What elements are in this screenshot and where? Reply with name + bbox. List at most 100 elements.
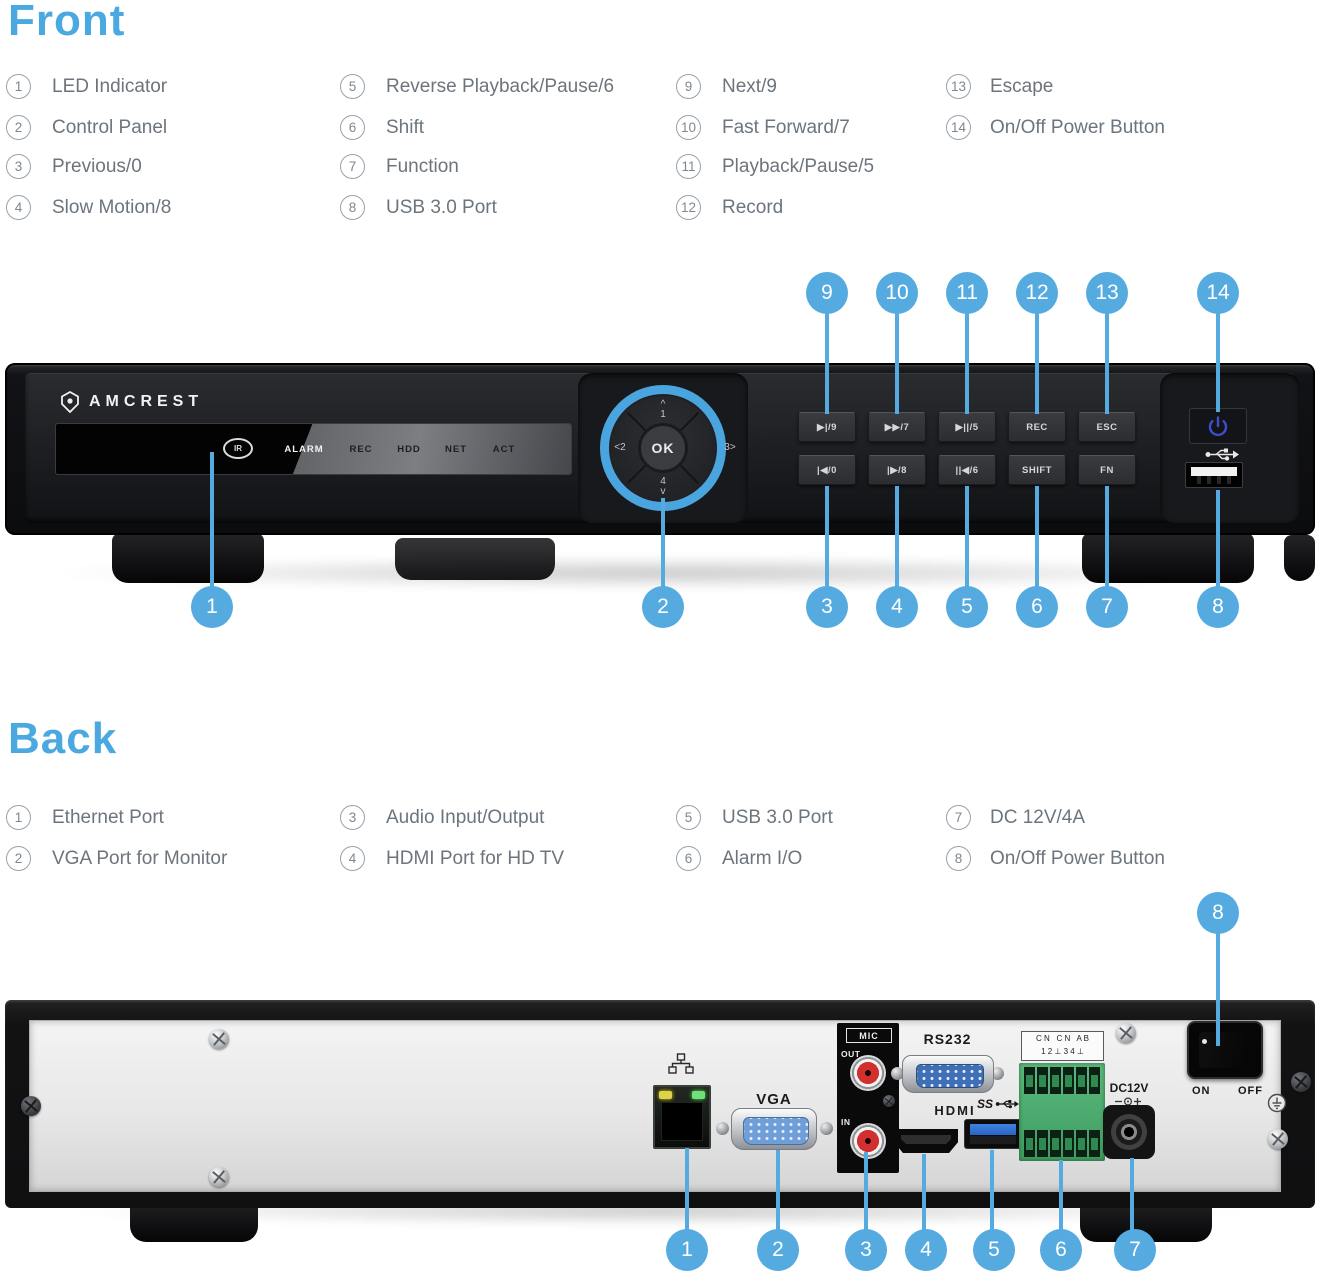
nav-down-key: 4 v bbox=[660, 476, 666, 497]
callout-line bbox=[776, 1150, 780, 1232]
strip-highlight bbox=[292, 424, 571, 474]
legend-label: Shift bbox=[386, 117, 425, 138]
ethernet-led-yellow bbox=[659, 1091, 672, 1099]
legend-label: Function bbox=[386, 156, 459, 177]
callout-line bbox=[1105, 486, 1109, 588]
callout-circle: 10 bbox=[876, 272, 918, 314]
nvr-back-panel: VGA MIC OUT IN RS232 HDMI SS bbox=[5, 1000, 1315, 1208]
legend-number: 7 bbox=[946, 805, 971, 830]
ok-button: OK bbox=[638, 423, 688, 473]
led-display-strip: IR ALARM REC HDD NET ACT bbox=[55, 423, 572, 475]
rs232-pins bbox=[916, 1064, 984, 1088]
callout-circle: 13 bbox=[1086, 272, 1128, 314]
callout-line bbox=[1035, 312, 1039, 414]
ethernet-port bbox=[653, 1085, 711, 1149]
callout-circle: 4 bbox=[905, 1229, 947, 1271]
screw-icon bbox=[1116, 1023, 1136, 1043]
next-button: ▶|/9 bbox=[798, 412, 856, 442]
led-label-hdd: HDD bbox=[397, 444, 421, 455]
audio-out-rca-jack bbox=[850, 1055, 886, 1091]
reverse-playback-button: ||◀/6 bbox=[938, 455, 996, 485]
fast-forward-button: ▶▶/7 bbox=[868, 412, 926, 442]
playback-pause-button: ▶||/5 bbox=[938, 412, 996, 442]
legend-number: 4 bbox=[340, 846, 365, 871]
callout-line bbox=[864, 1152, 868, 1232]
nav-up-key: ^ 1 bbox=[660, 399, 666, 420]
legend-label: Fast Forward/7 bbox=[722, 117, 850, 138]
callout-circle: 8 bbox=[1197, 892, 1239, 934]
legend-number: 2 bbox=[6, 115, 31, 140]
callout-circle: 6 bbox=[1040, 1229, 1082, 1271]
front-usb-port bbox=[1185, 462, 1243, 488]
ethernet-led-green bbox=[692, 1091, 705, 1099]
shift-button: SHIFT bbox=[1008, 455, 1066, 485]
callout-circle: 5 bbox=[973, 1229, 1015, 1271]
dc12v-label: DC12V bbox=[1109, 1081, 1149, 1095]
callout-line bbox=[1216, 932, 1220, 1046]
amcrest-shield-icon bbox=[61, 391, 79, 413]
legend-label: Playback/Pause/5 bbox=[722, 156, 875, 177]
terminal-slot bbox=[1024, 1130, 1035, 1157]
callout-circle: 1 bbox=[191, 586, 233, 628]
legend-label: LED Indicator bbox=[52, 76, 168, 97]
terminal-slot bbox=[1063, 1067, 1074, 1094]
audio-panel: MIC OUT IN bbox=[837, 1023, 899, 1173]
terminal-slot bbox=[1089, 1067, 1100, 1094]
legend-label: Control Panel bbox=[52, 117, 168, 138]
callout-line bbox=[895, 486, 899, 588]
vga-screw-nut bbox=[716, 1122, 729, 1135]
hdmi-port bbox=[894, 1129, 958, 1153]
callout-line bbox=[895, 312, 899, 414]
front-section-title: Front bbox=[8, 0, 126, 45]
callout-line bbox=[922, 1154, 926, 1232]
usb-trident-icon bbox=[995, 1100, 1020, 1109]
callout-circle: 3 bbox=[845, 1229, 887, 1271]
callout-line bbox=[990, 1150, 994, 1232]
usb3-ss-icon: SS bbox=[977, 1097, 1020, 1111]
callout-circle: 6 bbox=[1016, 586, 1058, 628]
legend-label: Previous/0 bbox=[52, 156, 142, 177]
legend-number: 11 bbox=[676, 154, 701, 179]
terminal-slot bbox=[1076, 1130, 1087, 1157]
callout-circle: 11 bbox=[946, 272, 988, 314]
terminal-slot bbox=[1076, 1067, 1087, 1094]
legend-label: On/Off Power Button bbox=[990, 848, 1165, 869]
polarity-icon bbox=[1114, 1094, 1144, 1112]
device-foot bbox=[112, 533, 264, 583]
legend-label: HDMI Port for HD TV bbox=[386, 848, 565, 869]
legend-number: 8 bbox=[946, 846, 971, 871]
legend-label: USB 3.0 Port bbox=[722, 807, 833, 828]
legend-label: USB 3.0 Port bbox=[386, 197, 497, 218]
callout-circle: 3 bbox=[806, 586, 848, 628]
led-label-rec: REC bbox=[349, 444, 373, 455]
vga-connector bbox=[731, 1108, 817, 1150]
legend-number: 3 bbox=[340, 805, 365, 830]
rs232-screw-nut bbox=[991, 1067, 1004, 1080]
screw-icon bbox=[883, 1095, 895, 1107]
callout-line bbox=[1216, 490, 1220, 588]
callout-line bbox=[1035, 486, 1039, 588]
callout-line bbox=[661, 498, 665, 588]
rs232-label: RS232 bbox=[923, 1031, 972, 1047]
back-usb3-port bbox=[964, 1119, 1022, 1149]
callout-line bbox=[1105, 312, 1109, 414]
brand-name: AMCREST bbox=[89, 393, 204, 410]
audio-in-rca-jack bbox=[850, 1123, 886, 1159]
callout-line bbox=[825, 486, 829, 588]
alarm-terminal-block bbox=[1019, 1063, 1105, 1161]
front-power-button bbox=[1189, 408, 1247, 444]
rs232-connector bbox=[902, 1055, 994, 1093]
on-label: ON bbox=[1192, 1085, 1211, 1097]
rec-button: REC bbox=[1008, 412, 1066, 442]
alarm-terminal-label: C N C N A B 1 2 ⊥ 3 4 ⊥ bbox=[1021, 1031, 1104, 1061]
callout-circle: 8 bbox=[1197, 586, 1239, 628]
legend-number: 5 bbox=[340, 74, 365, 99]
legend-number: 7 bbox=[340, 154, 365, 179]
legend-number: 10 bbox=[676, 115, 701, 140]
back-plate: VGA MIC OUT IN RS232 HDMI SS bbox=[29, 1020, 1288, 1192]
off-label: OFF bbox=[1238, 1085, 1263, 1097]
vga-screw-nut bbox=[820, 1122, 833, 1135]
legend-number: 6 bbox=[676, 846, 701, 871]
hdmi-slot bbox=[901, 1135, 951, 1144]
legend-label: Alarm I/O bbox=[722, 848, 803, 869]
